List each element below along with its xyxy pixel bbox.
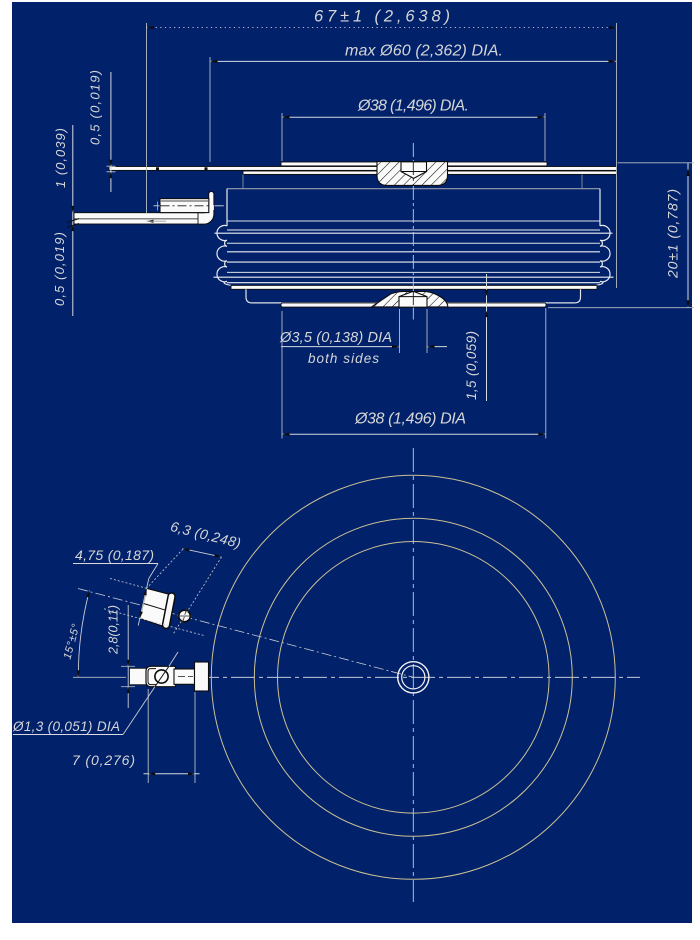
svg-text:20±1 (0,787): 20±1 (0,787) [665, 189, 681, 279]
svg-text:0,5 (0,019): 0,5 (0,019) [88, 70, 103, 145]
svg-text:Ø3,5 (0,138) DIA: Ø3,5 (0,138) DIA [279, 330, 392, 346]
svg-text:2,8(0,11): 2,8(0,11) [107, 605, 121, 655]
svg-text:1,5 (0,059): 1,5 (0,059) [464, 331, 479, 400]
svg-text:7 (0,276): 7 (0,276) [72, 752, 135, 768]
svg-text:max Ø60 (2,362) DIA.: max Ø60 (2,362) DIA. [345, 43, 503, 60]
svg-text:Ø1,3 (0,051) DIA: Ø1,3 (0,051) DIA [12, 719, 120, 734]
svg-text:Ø38 (1,496) DIA.: Ø38 (1,496) DIA. [357, 98, 469, 115]
svg-text:4,75 (0,187): 4,75 (0,187) [75, 547, 154, 563]
svg-text:0,5 (0,019): 0,5 (0,019) [52, 232, 67, 306]
svg-text:1 (0,039): 1 (0,039) [53, 128, 68, 188]
svg-text:Ø38 (1,496) DIA: Ø38 (1,496) DIA [354, 411, 466, 428]
svg-text:both sides: both sides [308, 351, 379, 366]
